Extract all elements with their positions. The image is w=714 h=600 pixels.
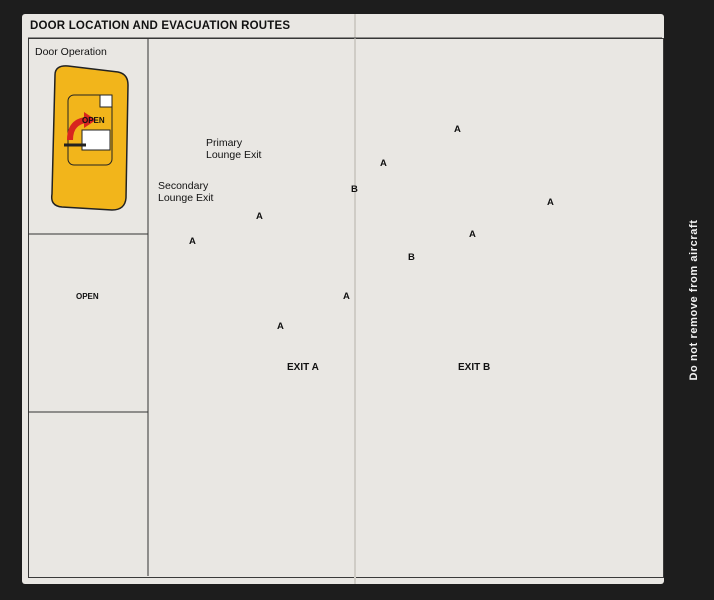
exit-marker-a: A [380, 158, 387, 169]
exit-marker-a: A [454, 124, 461, 135]
page-title: DOOR LOCATION AND EVACUATION ROUTES [30, 20, 291, 32]
open-label-open-door: OPEN [76, 292, 99, 301]
do-not-remove-notice: Do not remove from aircraft [688, 219, 700, 381]
exit-marker-a: A [277, 321, 284, 332]
exit-b-title: EXIT B [458, 362, 491, 373]
secondary-lounge-exit-label: Secondary Lounge Exit [158, 180, 214, 204]
door-operation-label: Door Operation [35, 46, 107, 58]
exit-a-title: EXIT A [287, 362, 319, 373]
exit-marker-a: A [343, 291, 350, 302]
exit-marker-a: A [469, 229, 476, 240]
exit-marker-b: B [351, 184, 358, 195]
exit-marker-a: A [189, 236, 196, 247]
primary-lounge-exit-label: Primary Lounge Exit [206, 137, 262, 161]
door-closed-illustration [50, 65, 129, 211]
exit-marker-b: B [408, 252, 415, 263]
card-sheet [22, 14, 664, 584]
exit-marker-a: A [547, 197, 554, 208]
open-label-closed-door: OPEN [82, 116, 105, 125]
exit-marker-a: A [256, 211, 263, 222]
